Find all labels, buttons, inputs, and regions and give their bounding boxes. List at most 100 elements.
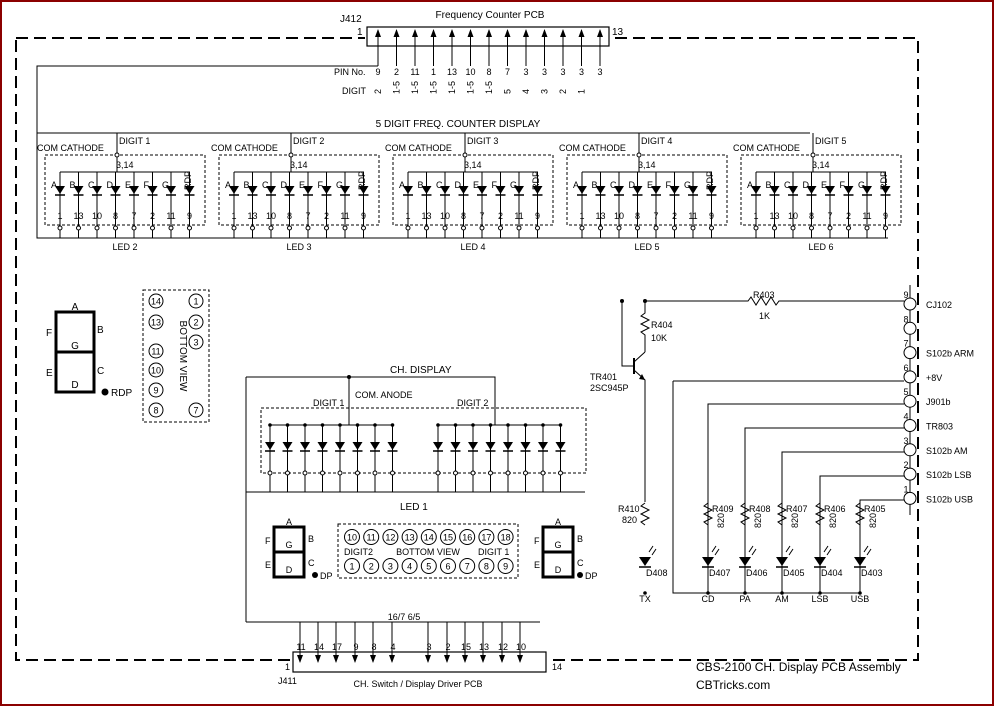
j412-pin-number: 3 xyxy=(579,67,584,77)
led-diode xyxy=(370,442,380,450)
cj102-pin-label: S102b ARM xyxy=(926,349,974,359)
digit-label: DIGIT 4 xyxy=(641,136,672,146)
resistor-value: 820 xyxy=(622,515,637,525)
pin-node xyxy=(535,225,540,231)
pin-node xyxy=(498,225,503,231)
digit-label: DIGIT 2 xyxy=(293,136,324,146)
j412-pin-number: 9 xyxy=(375,67,380,77)
rdp-label: RDP xyxy=(357,171,367,190)
pin-node xyxy=(827,225,833,231)
pin-number: 7 xyxy=(479,211,484,221)
junction xyxy=(390,423,395,427)
j412-pin-number: 3 xyxy=(542,67,547,77)
pin-number: 2 xyxy=(498,211,503,221)
j412-arrow xyxy=(393,29,400,37)
segment-letter: C xyxy=(88,180,95,190)
led-diode xyxy=(387,442,398,450)
indicator-led xyxy=(702,557,714,566)
pin-node xyxy=(461,225,466,231)
j411-arrow xyxy=(297,655,303,663)
pin-number: 10 xyxy=(92,211,102,221)
led-diode xyxy=(317,442,328,450)
ch-led: LED 1 xyxy=(400,502,428,513)
segment-letter: C xyxy=(610,180,617,190)
pin-node xyxy=(231,225,237,231)
r403-resistor: R403 1K xyxy=(643,290,904,321)
segment-letter: E xyxy=(647,180,653,190)
led-ref: LED 2 xyxy=(112,242,137,252)
pin-node xyxy=(94,225,100,231)
pin-node xyxy=(168,225,174,231)
j412-pin-number: 3 xyxy=(597,67,602,77)
common-pins: 3,14 xyxy=(638,160,656,170)
cj102-pin-number: 3 xyxy=(903,436,908,446)
j412-digit-value: 1-5 xyxy=(392,81,402,94)
led-diode xyxy=(440,186,450,194)
indicator-led xyxy=(854,557,866,566)
j412-arrow xyxy=(523,29,529,37)
segment-letter: C xyxy=(436,180,443,190)
pin-number: 10 xyxy=(614,211,624,221)
bottom-view-pin xyxy=(188,402,204,418)
svg-text:B: B xyxy=(577,534,583,544)
pin-node xyxy=(405,225,411,231)
pin-node xyxy=(287,225,292,231)
ch-com-label: COM. ANODE xyxy=(355,390,413,400)
j411-arrow xyxy=(517,655,523,663)
segment-letter: E xyxy=(821,180,827,190)
j412-digit-value: 4 xyxy=(521,89,531,94)
segment-letter: B xyxy=(592,180,598,190)
resistor-ref: R407 xyxy=(786,504,808,514)
pin-node xyxy=(488,470,493,476)
junction xyxy=(338,423,342,427)
ch-bottom-pin xyxy=(344,558,360,574)
ch-bottom-pin xyxy=(382,529,399,545)
j412-pin-number: 8 xyxy=(486,67,491,77)
bottom-view-pin-number: 7 xyxy=(193,406,198,416)
svg-text:J411: J411 xyxy=(278,676,297,686)
svg-text:R404: R404 xyxy=(651,320,673,330)
svg-text:G: G xyxy=(285,540,292,550)
indicator-rays xyxy=(711,545,720,556)
common-node xyxy=(636,152,642,158)
pin-node xyxy=(113,225,118,231)
svg-text:D: D xyxy=(286,565,293,575)
ch-bottom-pin xyxy=(363,558,380,574)
led-diode xyxy=(595,186,606,194)
cj102-pin-label: +8V xyxy=(926,373,942,383)
led-diode xyxy=(352,442,363,450)
ch-bottom-pin-number: 8 xyxy=(484,562,489,572)
digit-package xyxy=(218,154,380,226)
j412-segment-bus xyxy=(36,65,888,239)
bottom-view-pin-number: 1 xyxy=(193,297,198,307)
bottom-view-pin xyxy=(148,343,164,359)
pin-number: 11 xyxy=(514,211,523,221)
ch-digit1: DIGIT 1 xyxy=(313,398,344,408)
segment-letter: F xyxy=(492,180,498,190)
junction xyxy=(268,423,272,427)
pin-node xyxy=(846,225,851,231)
pin-node xyxy=(424,225,429,231)
segment-letter: D xyxy=(629,180,636,190)
indicator-rays xyxy=(823,545,832,556)
j412-pin-number: 13 xyxy=(447,67,457,77)
segment-letter: A xyxy=(573,180,579,190)
led-diode xyxy=(340,186,350,194)
ch-bottom-pin xyxy=(459,529,476,545)
indicator-resistor xyxy=(702,502,714,526)
indicator-wire xyxy=(707,403,904,593)
common-node xyxy=(462,152,468,158)
svg-text:B: B xyxy=(308,534,314,544)
led-ref: LED 5 xyxy=(634,242,659,252)
led-diode xyxy=(229,186,239,194)
j412-arrow xyxy=(412,29,418,37)
pin-number: 9 xyxy=(361,211,366,221)
indicator-led xyxy=(739,557,751,566)
pcb-boundary xyxy=(15,37,919,661)
ch-bottom-pin xyxy=(382,558,399,574)
resistor-ref: R406 xyxy=(824,504,846,514)
pin-number: 1 xyxy=(753,211,758,221)
j412-connector: Frequency Counter PCB J412 1 13 xyxy=(340,10,624,66)
